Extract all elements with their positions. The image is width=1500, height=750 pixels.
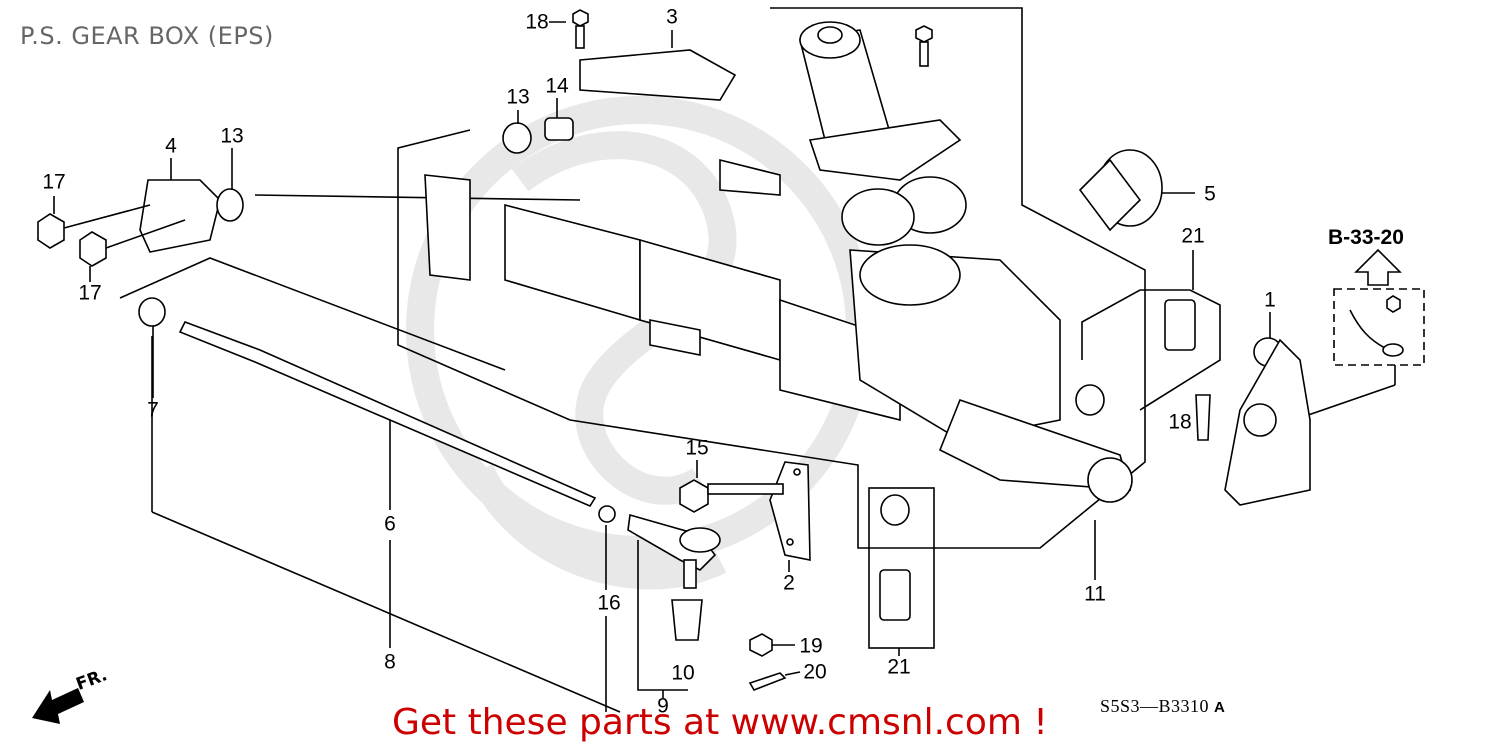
gearbox-cap (1078, 149, 1195, 232)
callout-14: 14 (545, 74, 569, 98)
callout-21b: 21 (887, 655, 911, 679)
callout-19: 19 (799, 634, 823, 658)
callout-5: 5 (1204, 182, 1216, 206)
tie-rod-end (627, 513, 801, 691)
callout-17b: 17 (78, 281, 102, 305)
tie-rod (178, 320, 616, 523)
callout-10: 10 (671, 661, 695, 685)
callout-8: 8 (384, 650, 396, 674)
eps-motor (719, 21, 967, 234)
front-arrow-icon (32, 688, 84, 724)
callout-13a: 13 (506, 85, 530, 109)
callout-7: 7 (147, 398, 159, 422)
callout-11: 11 (1084, 582, 1106, 606)
promo-link[interactable]: Get these parts at www.cmsnl.com ! (392, 702, 1048, 743)
mount-bracket (1195, 312, 1311, 506)
callout-18a: 18 (525, 10, 549, 34)
callout-20: 20 (803, 660, 827, 684)
bolt (679, 460, 784, 513)
gearbox-outline (397, 7, 1146, 549)
rack-housing (424, 174, 1133, 503)
callout-15: 15 (685, 436, 709, 460)
up-arrow-icon (1349, 248, 1404, 357)
callout-16: 16 (597, 591, 621, 615)
small-hardware (37, 9, 933, 398)
reference-label: B-33-20 (1328, 226, 1404, 249)
callout-21a: 21 (1181, 224, 1205, 248)
diagram-code-suffix: A (1214, 699, 1226, 716)
callout-6: 6 (384, 512, 396, 536)
callout-4: 4 (165, 134, 177, 158)
callout-13b: 13 (220, 124, 244, 148)
diagram-code: S5S3—B3310 A (1100, 696, 1225, 717)
callout-1: 1 (1264, 288, 1276, 312)
bushing (879, 299, 1196, 621)
diagram-code-text: S5S3—B3310 (1100, 696, 1210, 716)
callout-9: 9 (657, 694, 669, 718)
callout-18b: 18 (1168, 410, 1192, 434)
diagram-title: P.S. GEAR BOX (EPS) (20, 22, 274, 50)
clamp-bracket (769, 461, 811, 572)
callout-3: 3 (666, 5, 678, 29)
callout-2: 2 (783, 571, 795, 595)
callout-17a: 17 (42, 170, 66, 194)
